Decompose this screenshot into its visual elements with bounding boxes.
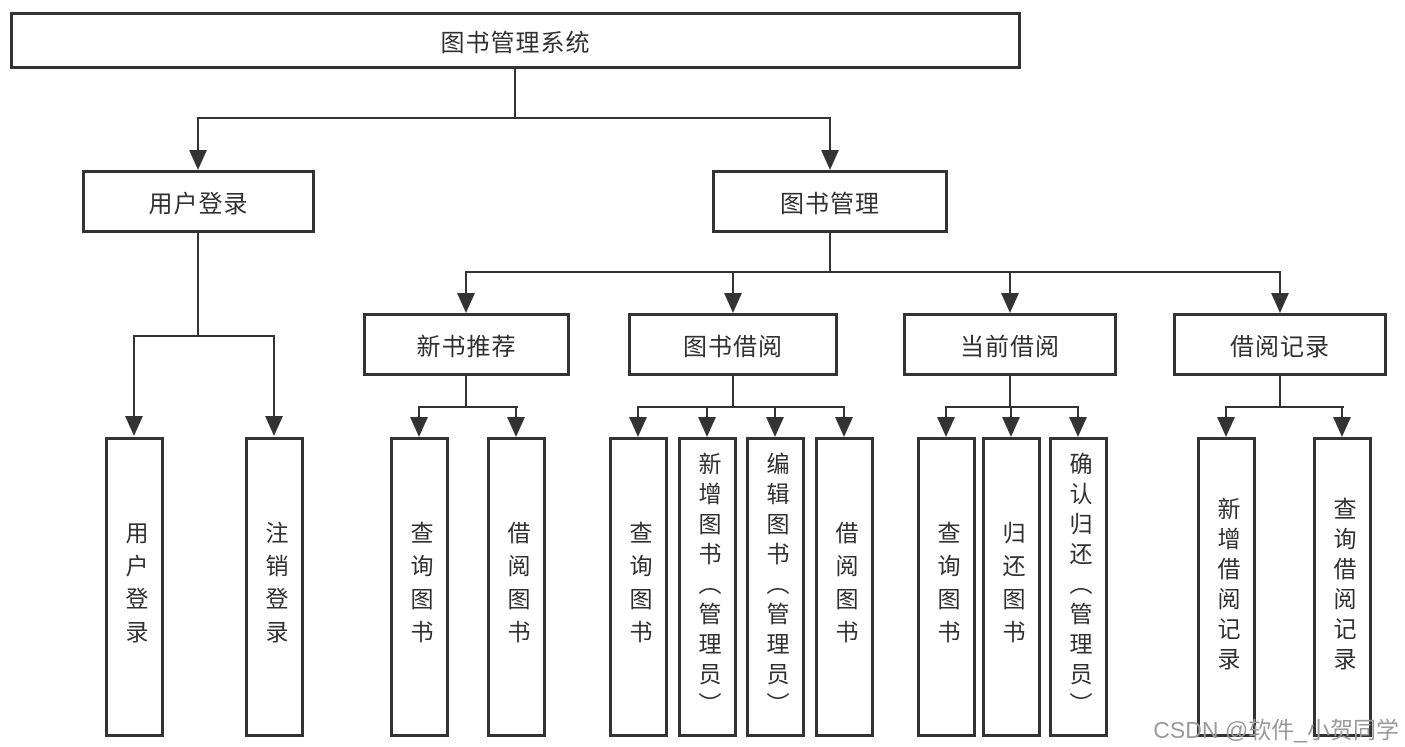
node-label: 借阅图书 — [832, 521, 858, 653]
watermark-text: CSDN @软件_小贺同学 — [1153, 717, 1399, 743]
node-user-login: 用户登录 — [82, 170, 315, 233]
node-label: 用户登录 — [148, 191, 249, 218]
leaf-add-borrow-record: 新增借阅记录 — [1197, 437, 1256, 737]
node-label: 借阅图书 — [504, 521, 530, 653]
connector-current-borrow-stem — [1009, 376, 1011, 408]
node-label: 图书管理 — [780, 191, 880, 218]
arrow-down-leaf — [937, 406, 955, 437]
arrow-down-leaf — [1333, 406, 1351, 437]
node-label: 新增借阅记录 — [1214, 497, 1240, 677]
arrow-down-to-new-book — [457, 271, 475, 313]
connector-user-login-stem — [197, 233, 199, 337]
node-label: 注销登录 — [262, 521, 288, 653]
connector-user-login-branch — [133, 335, 275, 337]
leaf-add-books-admin: 新增图书（管理员） — [678, 437, 737, 737]
node-label: 新书推荐 — [416, 334, 517, 361]
connector-book-borrow-stem — [732, 376, 734, 408]
node-label: 归还图书 — [999, 521, 1025, 653]
node-label: 查询图书 — [934, 521, 960, 653]
node-label: 查询借阅记录 — [1330, 497, 1356, 677]
arrow-down-to-book-borrow — [724, 271, 742, 313]
arrow-down-leaf — [507, 406, 525, 437]
arrow-down-leaf — [698, 406, 716, 437]
node-label: 新增图书（管理员） — [695, 452, 721, 722]
node-library-management-system: 图书管理系统 — [10, 12, 1021, 69]
node-label: 确认归还（管理员） — [1066, 452, 1092, 722]
leaf-return-books: 归还图书 — [982, 437, 1041, 737]
connector-book-management-stem — [829, 233, 831, 273]
arrow-down-to-leaf-logout — [265, 335, 283, 436]
connector-level2-branch — [197, 117, 831, 119]
leaf-edit-books-admin: 编辑图书（管理员） — [746, 437, 805, 737]
connector-book-borrow-branch — [637, 406, 845, 408]
arrow-down-to-leaf-user-login — [125, 335, 143, 436]
connector-level3-branch — [465, 271, 1281, 273]
leaf-query-books-borrow: 查询图书 — [609, 437, 668, 737]
arrow-down-to-current-borrow — [1001, 271, 1019, 313]
node-label: 查询图书 — [626, 521, 652, 653]
leaf-borrow-books: 借阅图书 — [815, 437, 874, 737]
leaf-logout-login: 注销登录 — [245, 437, 304, 737]
arrow-down-leaf — [766, 406, 784, 437]
arrow-down-leaf — [1217, 406, 1235, 437]
node-label: 编辑图书（管理员） — [763, 452, 789, 722]
arrow-down-to-borrow-record — [1271, 271, 1289, 313]
arrow-down-leaf — [1002, 406, 1020, 437]
leaf-borrow-books-recommend: 借阅图书 — [487, 437, 546, 737]
node-label: 图书借阅 — [683, 334, 783, 361]
node-label: 图书管理系统 — [440, 30, 591, 57]
node-current-borrowing: 当前借阅 — [903, 313, 1117, 376]
arrow-down-to-book-management — [821, 117, 839, 170]
connector-new-book-branch — [418, 406, 518, 408]
node-borrowing-records: 借阅记录 — [1173, 313, 1387, 376]
leaf-query-books-recommend: 查询图书 — [390, 437, 449, 737]
node-label: 用户登录 — [122, 521, 148, 653]
connector-current-borrow-branch — [945, 406, 1079, 408]
connector-root-stem — [514, 69, 516, 119]
leaf-confirm-return-admin: 确认归还（管理员） — [1049, 437, 1108, 737]
arrow-down-leaf — [410, 406, 428, 437]
leaf-query-borrow-record: 查询借阅记录 — [1313, 437, 1372, 737]
node-new-book-recommendation: 新书推荐 — [363, 313, 570, 376]
node-label: 借阅记录 — [1230, 334, 1330, 361]
arrow-down-to-user-login — [189, 117, 207, 170]
node-label: 当前借阅 — [960, 334, 1060, 361]
node-book-management: 图书管理 — [712, 170, 948, 233]
arrow-down-leaf — [1069, 406, 1087, 437]
leaf-query-books-current: 查询图书 — [917, 437, 976, 737]
arrow-down-leaf — [835, 406, 853, 437]
arrow-down-leaf — [629, 406, 647, 437]
connector-borrow-record-stem — [1279, 376, 1281, 408]
leaf-user-login: 用户登录 — [105, 437, 164, 737]
connector-new-book-stem — [465, 376, 467, 408]
node-label: 查询图书 — [407, 521, 433, 653]
node-book-borrowing: 图书借阅 — [628, 313, 838, 376]
connector-borrow-record-branch — [1225, 406, 1344, 408]
